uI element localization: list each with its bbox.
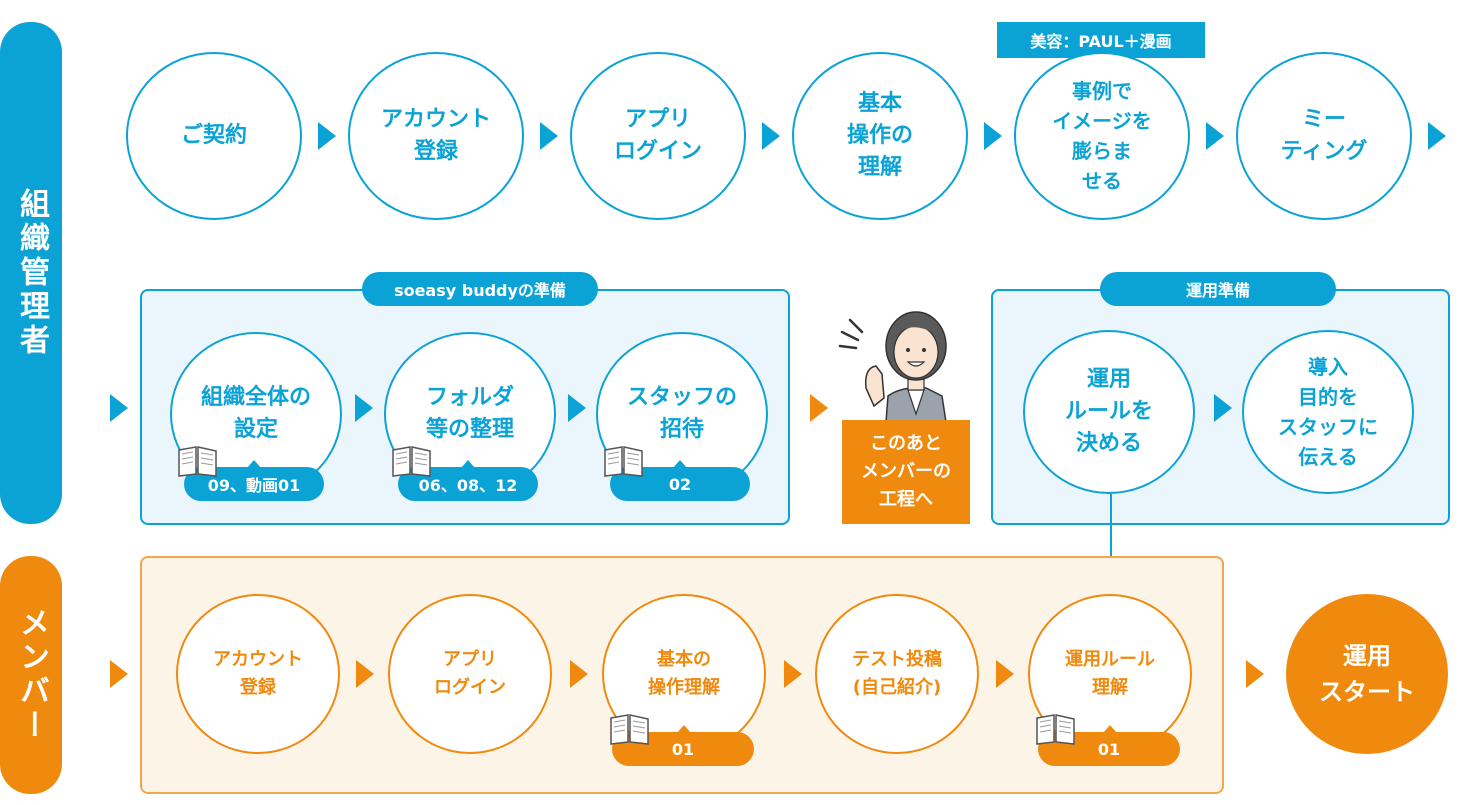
tag-notch bbox=[461, 460, 475, 468]
member-step-app-login: アプリ ログイン bbox=[388, 594, 552, 754]
step-contract: ご契約 bbox=[126, 52, 302, 220]
step-account-register: アカウント 登録 bbox=[348, 52, 524, 220]
arrow-right-icon bbox=[1206, 122, 1224, 150]
book-icon bbox=[610, 714, 649, 745]
arrow-right-icon bbox=[356, 660, 374, 688]
sidebar-member: メンバー bbox=[0, 556, 62, 794]
step-app-login: アプリ ログイン bbox=[570, 52, 746, 220]
arrow-right-icon bbox=[540, 122, 558, 150]
step-decide-rules: 運用 ルールを 決める bbox=[1023, 330, 1195, 494]
step-meeting: ミー ティング bbox=[1236, 52, 1412, 220]
operations-prep-title: 運用準備 bbox=[1100, 272, 1336, 306]
sidebar-admin: 組織管理者 bbox=[0, 22, 62, 524]
person-illustration bbox=[838, 311, 947, 422]
book-icon bbox=[1036, 714, 1075, 745]
book-icon bbox=[604, 446, 643, 477]
operation-start: 運用 スタート bbox=[1286, 594, 1448, 754]
arrow-right-icon bbox=[110, 660, 128, 688]
arrow-right-icon bbox=[784, 660, 802, 688]
tag-notch bbox=[673, 460, 687, 468]
tag-notch bbox=[677, 725, 691, 733]
arrow-right-icon bbox=[568, 394, 586, 422]
arrow-right-icon bbox=[1214, 394, 1232, 422]
tag-notch bbox=[247, 460, 261, 468]
book-icon bbox=[178, 446, 217, 477]
step-communicate-purpose: 導入 目的を スタッフに 伝える bbox=[1242, 330, 1414, 494]
arrow-right-icon bbox=[355, 394, 373, 422]
book-icon bbox=[392, 446, 431, 477]
tag-notch bbox=[1103, 725, 1117, 733]
handoff-box: このあと メンバーの 工程へ bbox=[842, 420, 970, 524]
arrow-right-icon bbox=[110, 394, 128, 422]
arrow-right-icon bbox=[1428, 122, 1446, 150]
arrow-right-icon bbox=[996, 660, 1014, 688]
step-case-study: 事例で イメージを 膨らま せる bbox=[1014, 52, 1190, 220]
arrow-right-icon bbox=[1246, 660, 1264, 688]
member-step-test-post: テスト投稿 (自己紹介) bbox=[815, 594, 979, 754]
arrow-right-icon bbox=[984, 122, 1002, 150]
arrow-right-icon bbox=[810, 394, 828, 422]
step-basic-operation: 基本 操作の 理解 bbox=[792, 52, 968, 220]
arrow-right-icon bbox=[570, 660, 588, 688]
arrow-right-icon bbox=[762, 122, 780, 150]
arrow-right-icon bbox=[318, 122, 336, 150]
member-step-account-register: アカウント 登録 bbox=[176, 594, 340, 754]
soeasy-prep-title: soeasy buddyの準備 bbox=[362, 272, 598, 306]
